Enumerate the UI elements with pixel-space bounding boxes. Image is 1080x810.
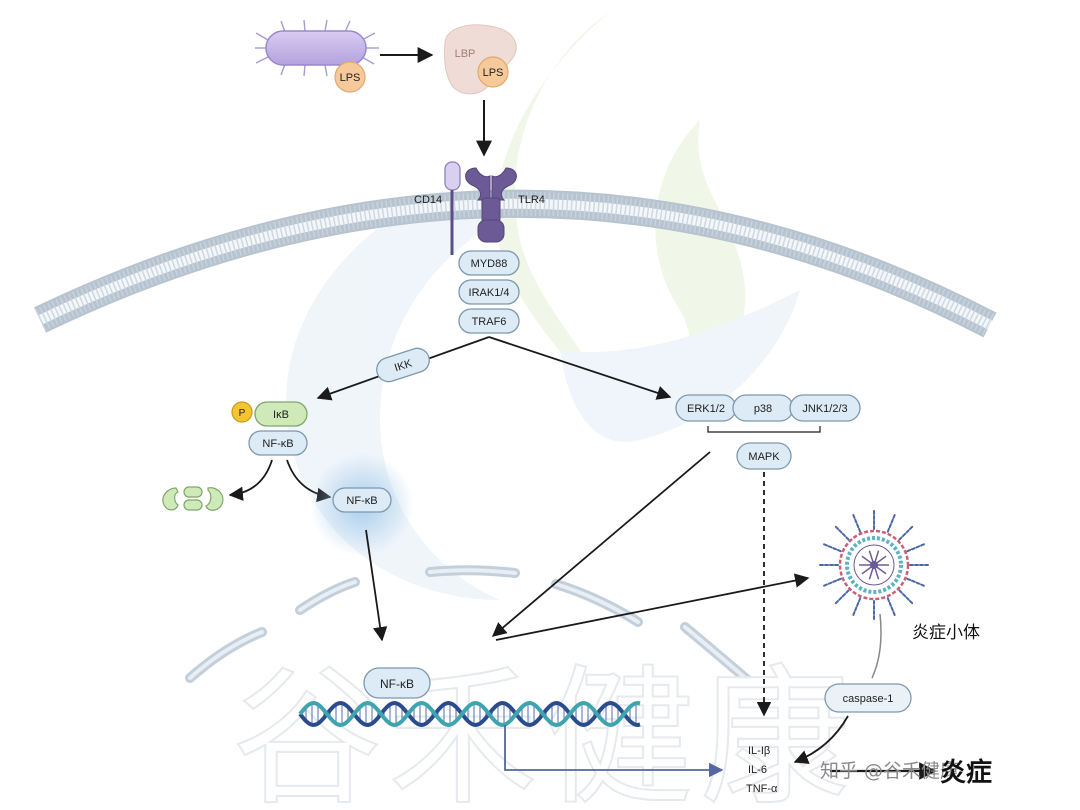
svg-text:LBP: LBP [455, 48, 476, 60]
svg-text:NF-κB: NF-κB [262, 438, 293, 450]
dna-helix [298, 700, 641, 728]
bacterium [255, 19, 379, 77]
lbp-lps-complex: LBP LPS [444, 24, 517, 95]
myd88-node: MYD88 [458, 250, 520, 276]
arrow-traf6-to-mapk [488, 336, 672, 400]
mapk-bracket [707, 426, 821, 433]
svg-text:NF-κB: NF-κB [380, 677, 414, 691]
arrow-nfkb-to-nucleus [365, 529, 388, 642]
cd14-receptor: CD14 [414, 161, 461, 255]
svg-text:JNK1/2/3: JNK1/2/3 [802, 403, 847, 415]
svg-text:IκB: IκB [273, 409, 289, 421]
caspase-1-node: caspase-1 [824, 683, 912, 713]
svg-text:CD14: CD14 [414, 194, 442, 206]
svg-text:NF-κB: NF-κB [346, 495, 377, 507]
svg-text:TLR4: TLR4 [518, 194, 545, 206]
watermark-large-text: 谷禾健康 [232, 652, 856, 810]
small-watermark: 知乎 @谷禾健康 [820, 760, 959, 782]
arrow-mapk-to-nucleus [491, 451, 711, 637]
ikk-node: IKK [376, 347, 430, 383]
arrow-caspase-to-cytokines [793, 715, 849, 764]
svg-text:IRAK1/4: IRAK1/4 [469, 287, 510, 299]
cytokine-il1b: IL-Iβ [748, 745, 770, 757]
inflammation-label: 炎症 [940, 757, 992, 788]
tlr4-receptor: TLR4 [465, 167, 545, 243]
arrow-to-degradation [228, 459, 273, 501]
arrow-inflammasome-to-caspase [871, 613, 882, 679]
irak-node: IRAK1/4 [458, 279, 520, 305]
svg-text:ERK1/2: ERK1/2 [687, 403, 725, 415]
svg-text:P: P [239, 408, 246, 419]
cytokine-tnfa: TNF-α [746, 783, 778, 795]
cell-membrane [33, 189, 997, 338]
traf6-node: TRAF6 [458, 308, 520, 334]
svg-text:LPS: LPS [483, 67, 504, 79]
arrow-nucleus-to-inflammasome [495, 573, 810, 641]
jnk-node: JNK1/2/3 [789, 394, 861, 422]
svg-text:caspase-1: caspase-1 [843, 693, 894, 705]
free-nfkb-node: NF-κB [310, 453, 414, 557]
lps-molecule: LPS [334, 61, 366, 93]
svg-text:p38: p38 [754, 403, 772, 415]
nuclear-nfkb-node: NF-κB [363, 667, 431, 699]
cytokine-il6: IL-6 [748, 764, 767, 776]
inflammasome [817, 508, 931, 622]
svg-text:IKK: IKK [393, 357, 414, 374]
mapk-node: MAPK [736, 442, 792, 470]
svg-text:MYD88: MYD88 [471, 258, 508, 270]
ikb-nfkb-complex: IκB P NF-κB [231, 401, 308, 456]
arrow-dna-to-cytokines [504, 725, 724, 778]
p38-node: p38 [732, 394, 794, 422]
inflammasome-label: 炎症小体 [912, 623, 980, 643]
svg-text:TRAF6: TRAF6 [472, 316, 507, 328]
svg-text:MAPK: MAPK [748, 451, 780, 463]
degraded-ikb-fragments [162, 486, 224, 511]
erk-node: ERK1/2 [675, 394, 737, 422]
svg-text:LPS: LPS [340, 72, 361, 84]
